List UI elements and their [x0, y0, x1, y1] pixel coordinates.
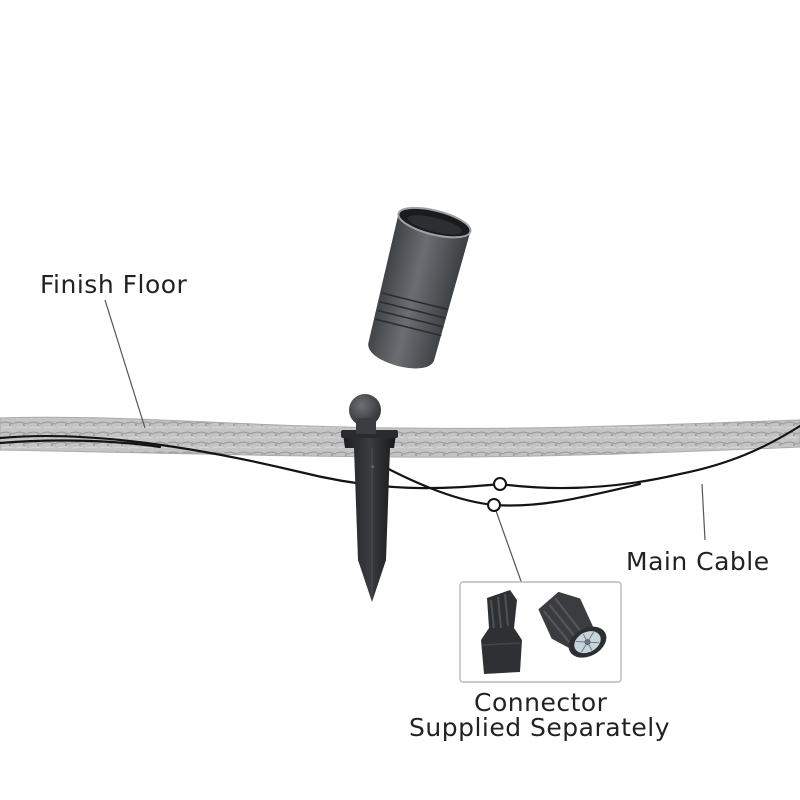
wire-connector-icon	[459, 581, 622, 683]
connector-leader	[494, 507, 523, 585]
svg-text:▪: ▪	[371, 464, 374, 470]
finish-floor-band	[0, 416, 800, 458]
spotlight-fixture-icon	[349, 206, 472, 434]
splice-point-upper	[493, 477, 507, 491]
main-cable-leader	[701, 483, 706, 541]
supplied-separately-label: Supplied Separately	[409, 713, 671, 742]
splice-point-lower	[487, 498, 501, 512]
leader-lines	[104, 299, 706, 585]
finish-floor-leader	[104, 299, 146, 429]
finish-floor-label: Finish Floor	[40, 270, 188, 299]
wire-connector-upright	[481, 590, 522, 674]
wire-connector-tilted	[538, 591, 607, 658]
cable-splice-points	[487, 477, 507, 512]
connector-label: Connector	[474, 688, 608, 717]
main-cable-label: Main Cable	[626, 547, 770, 576]
